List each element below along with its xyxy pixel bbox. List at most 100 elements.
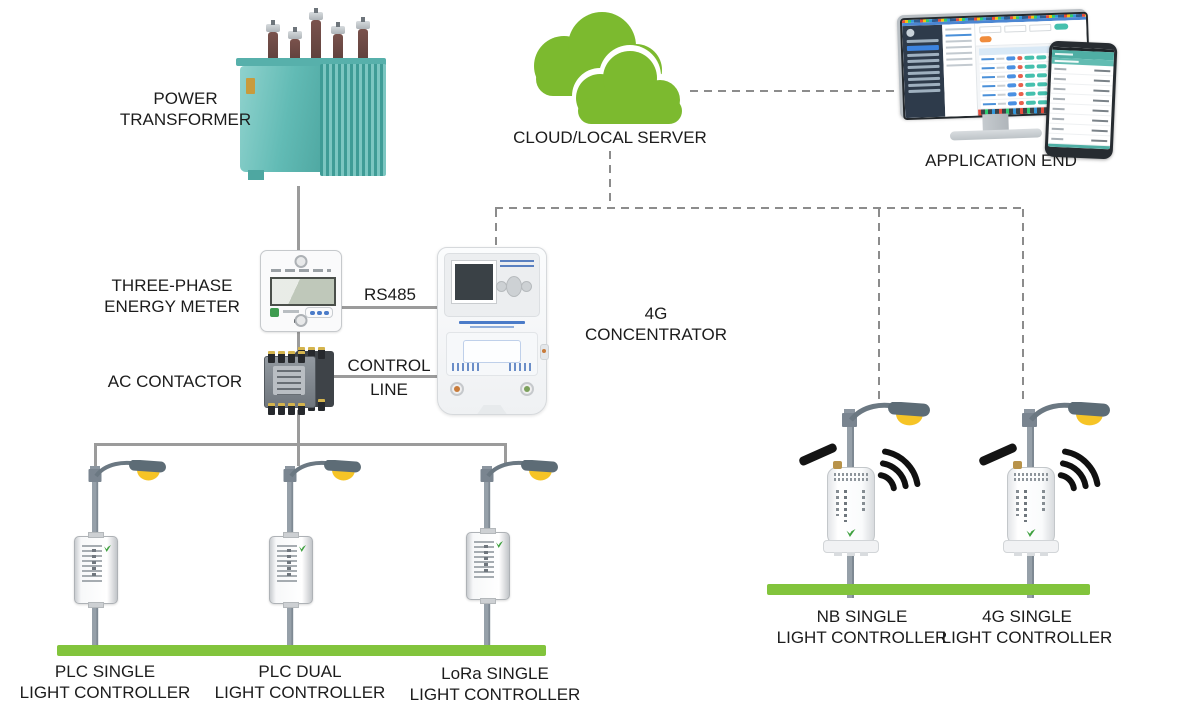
- power-transformer-image: [232, 8, 392, 184]
- label-line: PLC DUAL: [258, 662, 342, 681]
- screw-icon: [520, 382, 534, 396]
- ground-bar: [57, 645, 546, 656]
- line-drop-lamp1: [94, 446, 97, 466]
- label-line: LIGHT CONTROLLER: [776, 628, 948, 647]
- meter-label-text: [271, 269, 331, 272]
- screw-icon: [450, 382, 464, 396]
- 4g-single-label: 4G SINGLE LIGHT CONTROLLER: [937, 606, 1117, 648]
- dash-to-concentrator: [495, 209, 497, 249]
- brand-logo-icon: [104, 545, 111, 552]
- lora-single-label: LoRa SINGLE LIGHT CONTROLLER: [400, 663, 590, 705]
- dash-cloud-to-application: [690, 90, 895, 92]
- contactor-terminals-bottom: [268, 403, 305, 415]
- contactor-label-plate: [273, 366, 305, 395]
- label-line: LINE: [370, 380, 408, 399]
- label-line: LIGHT CONTROLLER: [214, 683, 386, 702]
- meter-lcd-display: [270, 277, 336, 306]
- dashboard-teal-button: [1054, 23, 1069, 30]
- nb-controller-icon: [823, 461, 879, 556]
- power-transformer-label: POWER TRANSFORMER: [93, 88, 278, 130]
- concentrator-led-row: [509, 363, 531, 371]
- controller-base: [823, 540, 879, 556]
- antenna-connector-icon: [833, 461, 842, 469]
- line-drop-lamp3: [504, 446, 507, 466]
- concentrator-subtitle-text: [470, 326, 514, 328]
- label-line: LIGHT CONTROLLER: [941, 628, 1113, 647]
- label-line: THREE-PHASE: [111, 276, 233, 295]
- concentrator-panel-text: [500, 260, 534, 269]
- plc-single-label: PLC SINGLE LIGHT CONTROLLER: [10, 661, 200, 703]
- meter-marking: [283, 310, 299, 313]
- wifi-signal-icon: [877, 448, 921, 492]
- controller-base: [1003, 540, 1059, 556]
- bushing-icon: [266, 20, 280, 64]
- line-contactor-to-bus: [297, 410, 300, 446]
- concentrator-image: [437, 247, 549, 415]
- brand-logo-icon: [1026, 529, 1036, 537]
- label-line: LoRa SINGLE: [441, 664, 549, 683]
- concentrator-lower-panel: [446, 332, 538, 376]
- transformer-foot: [248, 170, 264, 180]
- contactor-front-block: [264, 356, 316, 408]
- concentrator-latch: [540, 344, 549, 360]
- label-line: CONTROL: [347, 356, 431, 375]
- brand-logo-icon: [496, 541, 503, 548]
- label-line: LIGHT CONTROLLER: [19, 683, 191, 702]
- application-phone: [1044, 40, 1118, 160]
- bushing-icon: [356, 17, 370, 64]
- label-line: 4G SINGLE: [982, 607, 1072, 626]
- dash-to-nb-lamp: [878, 209, 880, 401]
- concentrator-window: [463, 340, 521, 363]
- label-line: LIGHT CONTROLLER: [409, 685, 581, 704]
- label-line: PLC SINGLE: [54, 662, 156, 681]
- label-line: CONCENTRATOR: [585, 325, 727, 344]
- meter-logo: [270, 308, 279, 317]
- label-line: RS485: [364, 285, 416, 304]
- label-line: ENERGY METER: [104, 297, 240, 316]
- line-control: [334, 375, 439, 378]
- concentrator-notch: [477, 405, 507, 414]
- label-line: AC CONTACTOR: [107, 372, 243, 391]
- screw-icon: [294, 314, 308, 327]
- concentrator-display: [452, 261, 496, 303]
- concentrator-led-row: [452, 363, 482, 371]
- antenna-connector-icon: [1013, 461, 1022, 469]
- ac-contactor-image: [264, 347, 336, 415]
- label-line: TRANSFORMER: [119, 110, 252, 129]
- concentrator-label: 4G CONCENTRATOR: [580, 303, 732, 345]
- cloud-icon: [534, 12, 686, 124]
- ac-contactor-label: AC CONTACTOR: [85, 371, 265, 392]
- rs485-label: RS485: [340, 284, 440, 305]
- label-line: POWER: [153, 89, 218, 108]
- line-power-bus: [94, 443, 507, 446]
- dashboard-tree-panel: [942, 23, 979, 117]
- brand-logo-icon: [846, 529, 856, 537]
- line-drop-lamp2: [297, 446, 300, 466]
- line-rs485: [341, 306, 439, 309]
- transformer-fins: [320, 64, 386, 176]
- ground-bar: [767, 584, 1090, 595]
- dashboard-sidebar: [902, 24, 946, 119]
- concentrator-panel: [444, 253, 540, 317]
- transformer-lid: [236, 58, 386, 66]
- wifi-signal-icon: [1057, 448, 1101, 492]
- dash-to-4g-lamp: [1022, 209, 1024, 401]
- phone-list: [1048, 63, 1114, 147]
- phone-screen: [1047, 46, 1115, 150]
- plc-controller-icon: [74, 536, 118, 604]
- bushing-icon: [331, 22, 345, 64]
- contactor-terminals-top: [268, 351, 305, 363]
- energy-meter-image: [260, 250, 342, 332]
- energy-meter-label: THREE-PHASE ENERGY METER: [78, 275, 266, 317]
- nb-single-label: NB SINGLE LIGHT CONTROLLER: [772, 606, 952, 648]
- control-line-label: CONTROL: [343, 355, 435, 376]
- concentrator-keypad: [495, 274, 533, 298]
- 4g-controller-icon: [1003, 461, 1059, 556]
- plc-controller-icon: [269, 536, 313, 604]
- transformer-plate: [246, 78, 255, 94]
- bushing-icon: [288, 27, 302, 64]
- screw-icon: [294, 255, 308, 268]
- dash-trunk: [495, 207, 1025, 209]
- monitor-stand-base: [949, 128, 1043, 141]
